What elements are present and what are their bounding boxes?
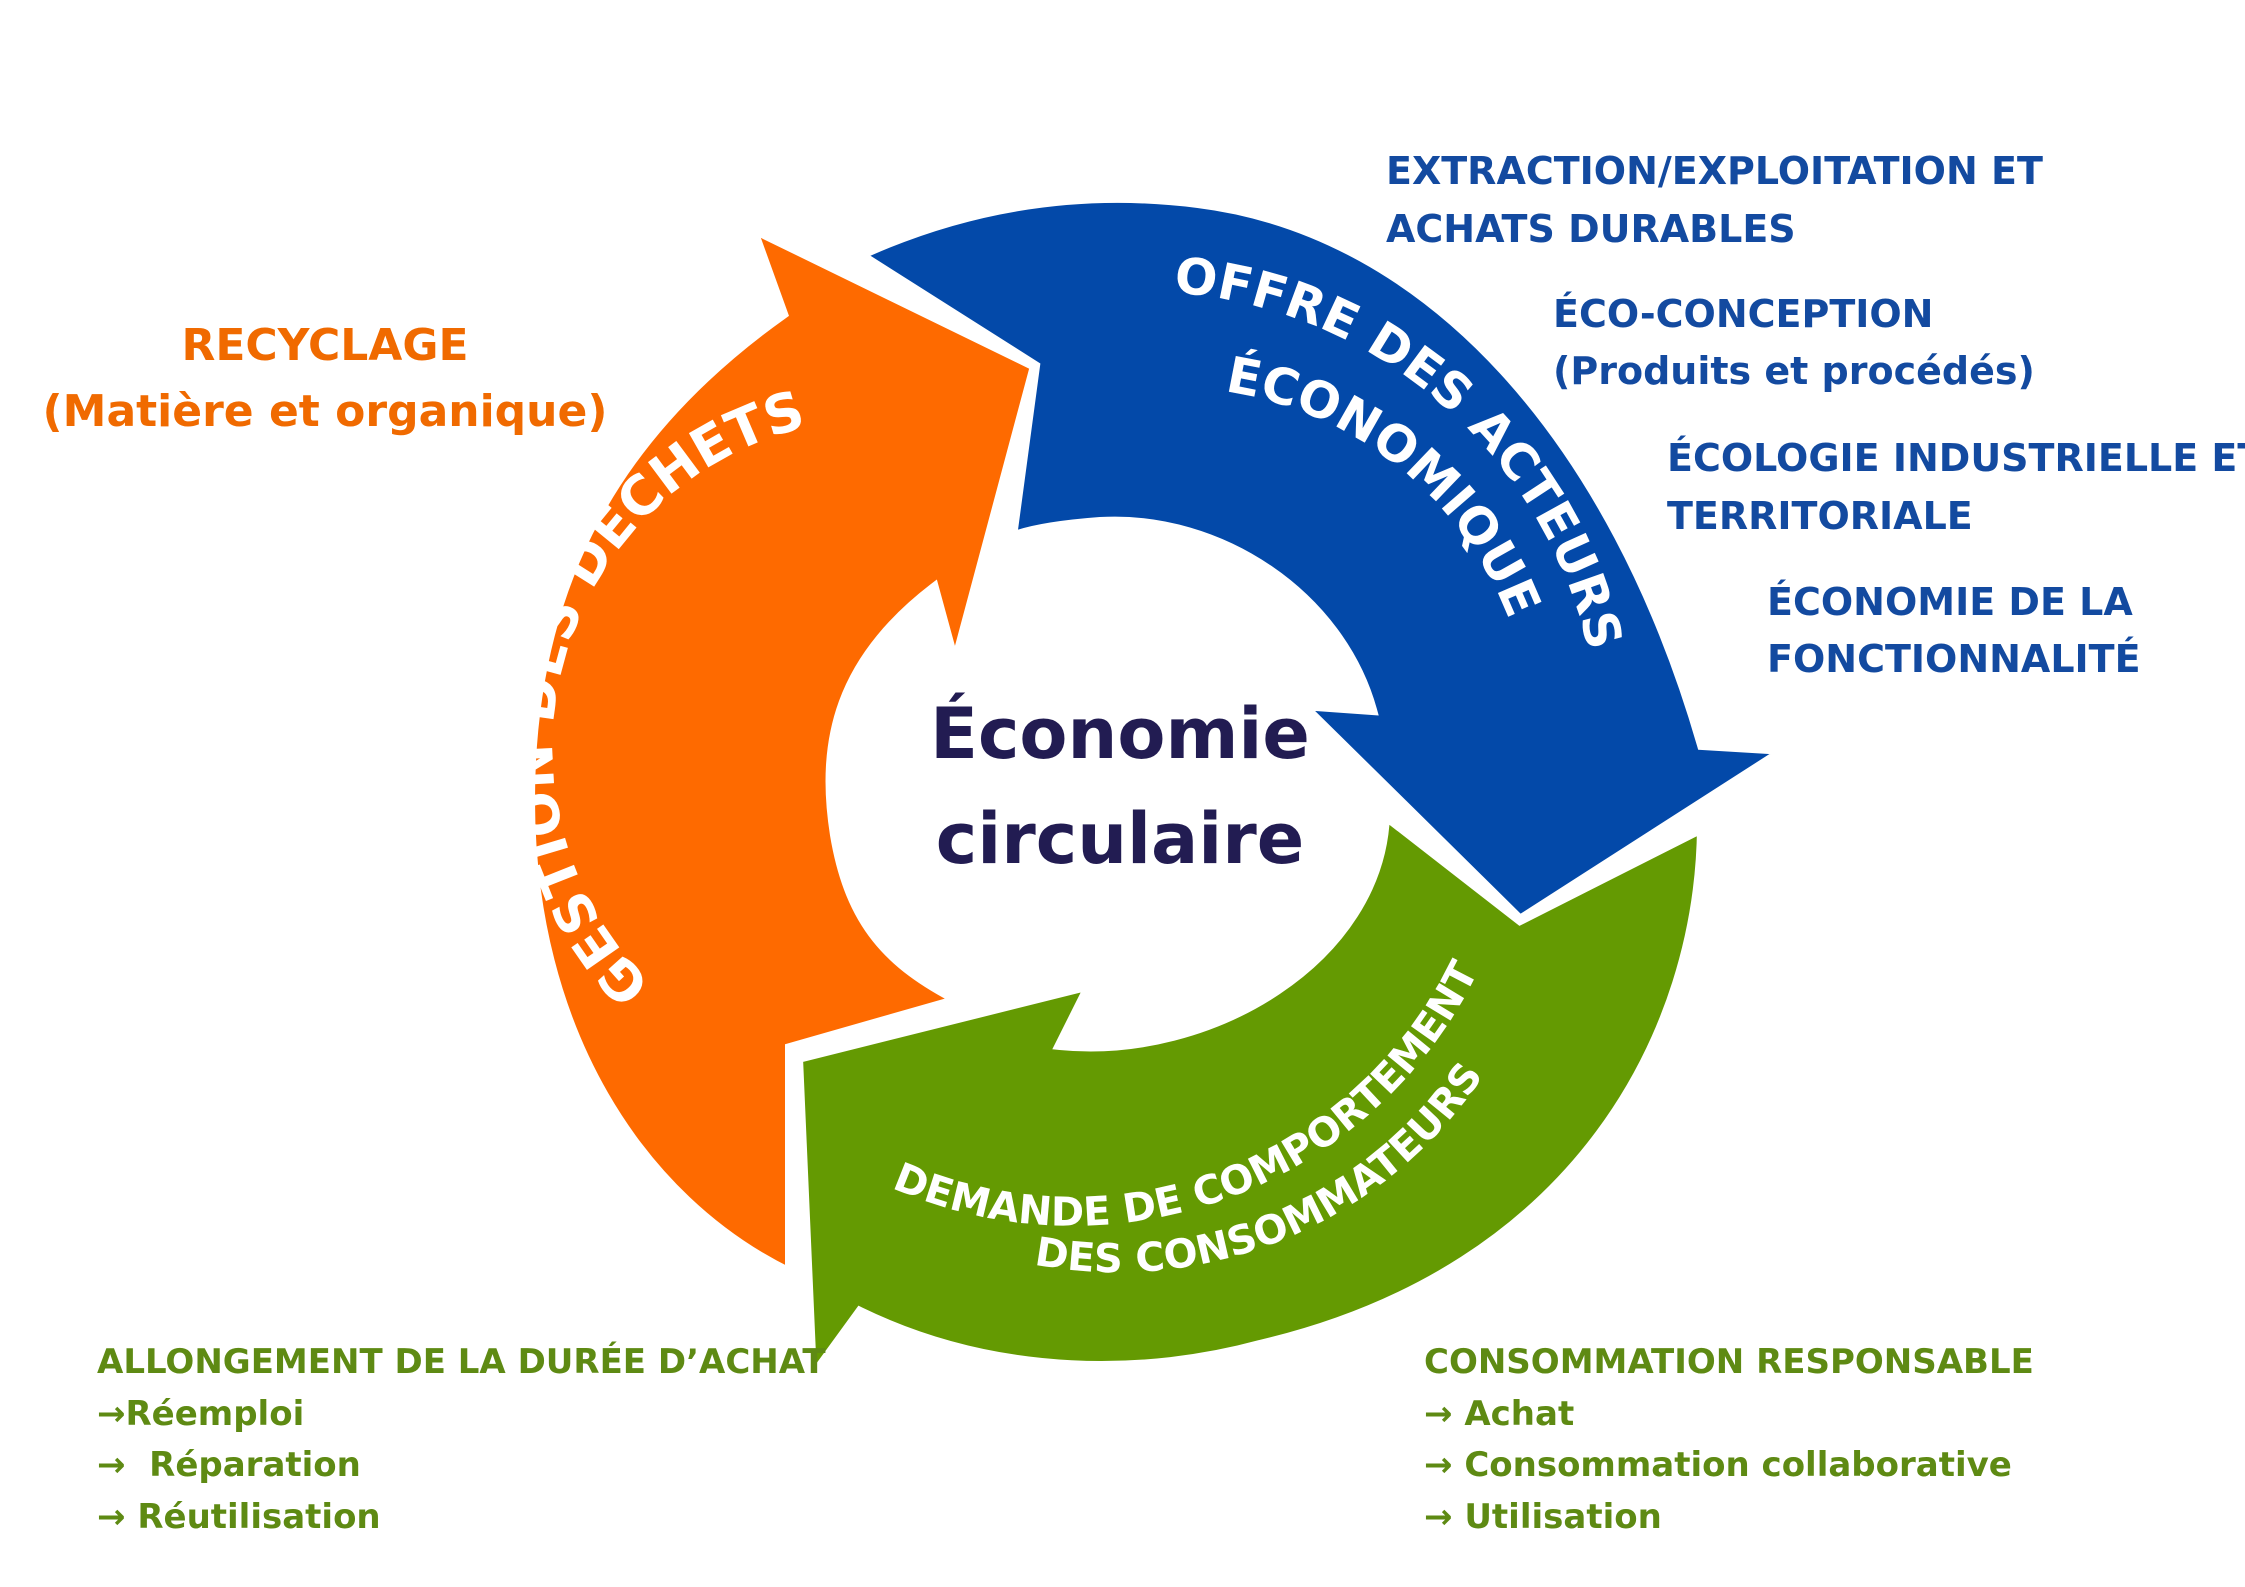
offre-label-4-line2: FONCTIONNALITÉ	[1767, 637, 2141, 681]
consommation-item: → Consommation collaborative	[1424, 1445, 2012, 1485]
allongement-item: → Réutilisation	[97, 1497, 381, 1537]
offre-label-1-line1: EXTRACTION/EXPLOITATION ET	[1386, 149, 2043, 193]
offre-label-1-line2: ACHATS DURABLES	[1386, 207, 1796, 251]
offre-label-4-line1: ÉCONOMIE DE LA	[1767, 580, 2133, 624]
center-title-line2: circulaire	[936, 798, 1305, 880]
consommation-title: CONSOMMATION RESPONSABLE	[1424, 1342, 2034, 1382]
demande-arrow	[792, 805, 1708, 1393]
consommation-item: → Achat	[1424, 1394, 1574, 1434]
offre-labels: EXTRACTION/EXPLOITATION ET ACHATS DURABL…	[1386, 149, 2245, 681]
allongement-title: ALLONGEMENT DE LA DURÉE D’ACHAT	[97, 1341, 826, 1382]
consommation-block: CONSOMMATION RESPONSABLE → Achat → Conso…	[1424, 1342, 2034, 1537]
offre-label-2-line1: ÉCO-CONCEPTION	[1553, 292, 1933, 336]
offre-label-2-line2: (Produits et procédés)	[1553, 349, 2035, 393]
offre-arrow	[849, 192, 1801, 927]
consommation-item: → Utilisation	[1424, 1497, 1662, 1537]
center-title-line1: Économie	[930, 693, 1310, 775]
offre-label-3-line2: TERRITORIALE	[1667, 494, 1973, 538]
recyclage-subtitle: (Matière et organique)	[43, 386, 608, 437]
gestion-arrow	[524, 218, 1041, 1281]
recyclage-title: RECYCLAGE	[181, 320, 468, 371]
offre-label-3-line1: ÉCOLOGIE INDUSTRIELLE ET	[1667, 436, 2245, 480]
allongement-block: ALLONGEMENT DE LA DURÉE D’ACHAT →Réemplo…	[97, 1341, 826, 1537]
allongement-item: →Réemploi	[97, 1394, 304, 1434]
allongement-item: → Réparation	[97, 1445, 361, 1485]
